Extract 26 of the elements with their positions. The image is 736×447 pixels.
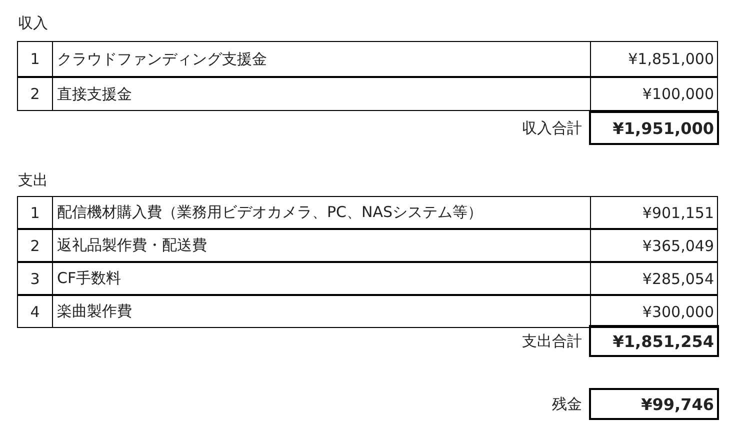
row-number: 4 (17, 295, 52, 328)
item-description: 配信機材購入費（業務用ビデオカメラ、PC、NASシステム等） (52, 196, 590, 229)
total-amount: ¥1,951,000 (589, 111, 719, 145)
amount-cell: ¥100,000 (590, 77, 718, 111)
row-number: 1 (17, 41, 52, 77)
item-description: 直接支援金 (52, 77, 590, 111)
item-description: クラウドファンディング支援金 (52, 41, 590, 77)
amount-cell: ¥1,851,000 (590, 41, 718, 77)
item-description: 楽曲製作費 (52, 295, 590, 328)
item-description: CF手数料 (52, 262, 590, 295)
amount-cell: ¥365,049 (590, 229, 718, 262)
amount-cell: ¥285,054 (590, 262, 718, 295)
total-amount: ¥99,746 (589, 388, 719, 420)
item-description: 返礼品製作費・配送費 (52, 229, 590, 262)
amount-cell: ¥300,000 (590, 295, 718, 328)
section-heading: 支出 (18, 170, 49, 190)
row-number: 2 (17, 77, 52, 111)
total-amount: ¥1,851,254 (589, 325, 719, 357)
total-label: 支出合計 (521, 330, 583, 352)
row-number: 2 (17, 229, 52, 262)
total-label: 残金 (551, 394, 583, 414)
total-label: 収入合計 (521, 118, 583, 138)
row-number: 3 (17, 262, 52, 295)
row-number: 1 (17, 196, 52, 229)
amount-cell: ¥901,151 (590, 196, 718, 229)
section-heading: 収入 (18, 12, 49, 34)
